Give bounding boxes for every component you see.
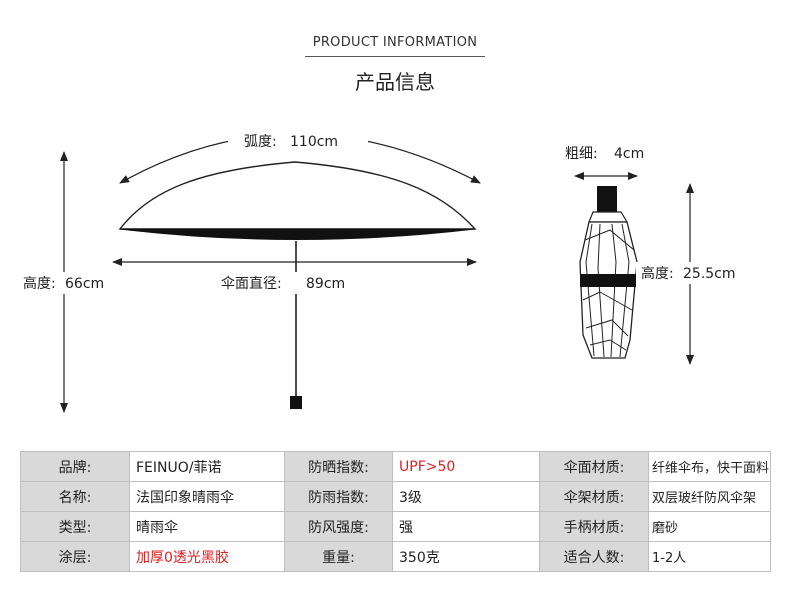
header-title-zh: 产品信息 [355,70,435,94]
diameter-label: 伞面直径: [221,275,282,292]
open-height-value: 66cm [65,276,104,292]
umbrella-handle [290,396,302,409]
spec-value: 纤维伞布，快干面料 [648,451,771,482]
spec-label: 重量: [284,541,393,572]
spec-value: 晴雨伞 [129,511,285,542]
spec-label: 名称: [20,481,130,512]
spec-label: 伞面材质: [539,451,649,482]
spec-value: 法国印象晴雨伞 [129,481,285,512]
spec-value: FEINUO/菲诺 [129,451,285,482]
folded-strap [580,274,636,287]
spec-value: 3级 [392,481,540,512]
folded-height-value: 25.5cm [683,266,736,282]
spec-value: 强 [392,511,540,542]
diameter-value: 89cm [306,276,345,292]
spec-row: 类型:晴雨伞防风强度:强手柄材质:磨砂 [20,511,771,542]
spec-label: 类型: [20,511,130,542]
umbrella-dimension-diagram: 弧度: 110cm 伞面直径: 89cm 高度: 66cm 粗细: 4cm [20,130,776,413]
spec-value: 磨砂 [648,511,771,542]
spec-label: 防晒指数: [284,451,393,482]
spec-label: 涂层: [20,541,130,572]
spec-value: 1-2人 [648,541,771,572]
spec-value: 双层玻纤防风伞架 [648,481,771,512]
umbrella-canopy [118,161,477,230]
spec-row: 名称:法国印象晴雨伞防雨指数:3级伞架材质:双层玻纤防风伞架 [20,481,771,512]
spec-value: 加厚0透光黑胶 [129,541,285,572]
folded-handle [597,186,617,212]
spec-label: 手柄材质: [539,511,649,542]
arc-label: 弧度: [244,134,277,150]
thickness-label: 粗细: [565,146,598,162]
spec-label: 防风强度: [284,511,393,542]
open-height-label: 高度: [23,275,56,292]
header-divider [305,56,485,57]
umbrella-underside [119,228,476,240]
spec-label: 适合人数: [539,541,649,572]
header-title-en: PRODUCT INFORMATION [312,35,478,50]
thickness-value: 4cm [614,146,644,162]
folded-height-label: 高度: [641,265,674,282]
spec-value: UPF>50 [392,451,540,482]
spec-label: 防雨指数: [284,481,393,512]
folded-umbrella-illustration: 粗细: 4cm 高度: 25.5cm [565,146,776,365]
spec-label: 伞架材质: [539,481,649,512]
spec-label: 品牌: [20,451,130,482]
spec-row: 涂层:加厚0透光黑胶重量:350克适合人数:1-2人 [20,541,771,572]
spec-value: 350克 [392,541,540,572]
open-umbrella-illustration: 弧度: 110cm 伞面直径: 89cm 高度: 66cm [20,130,481,413]
arc-value: 110cm [290,134,338,150]
